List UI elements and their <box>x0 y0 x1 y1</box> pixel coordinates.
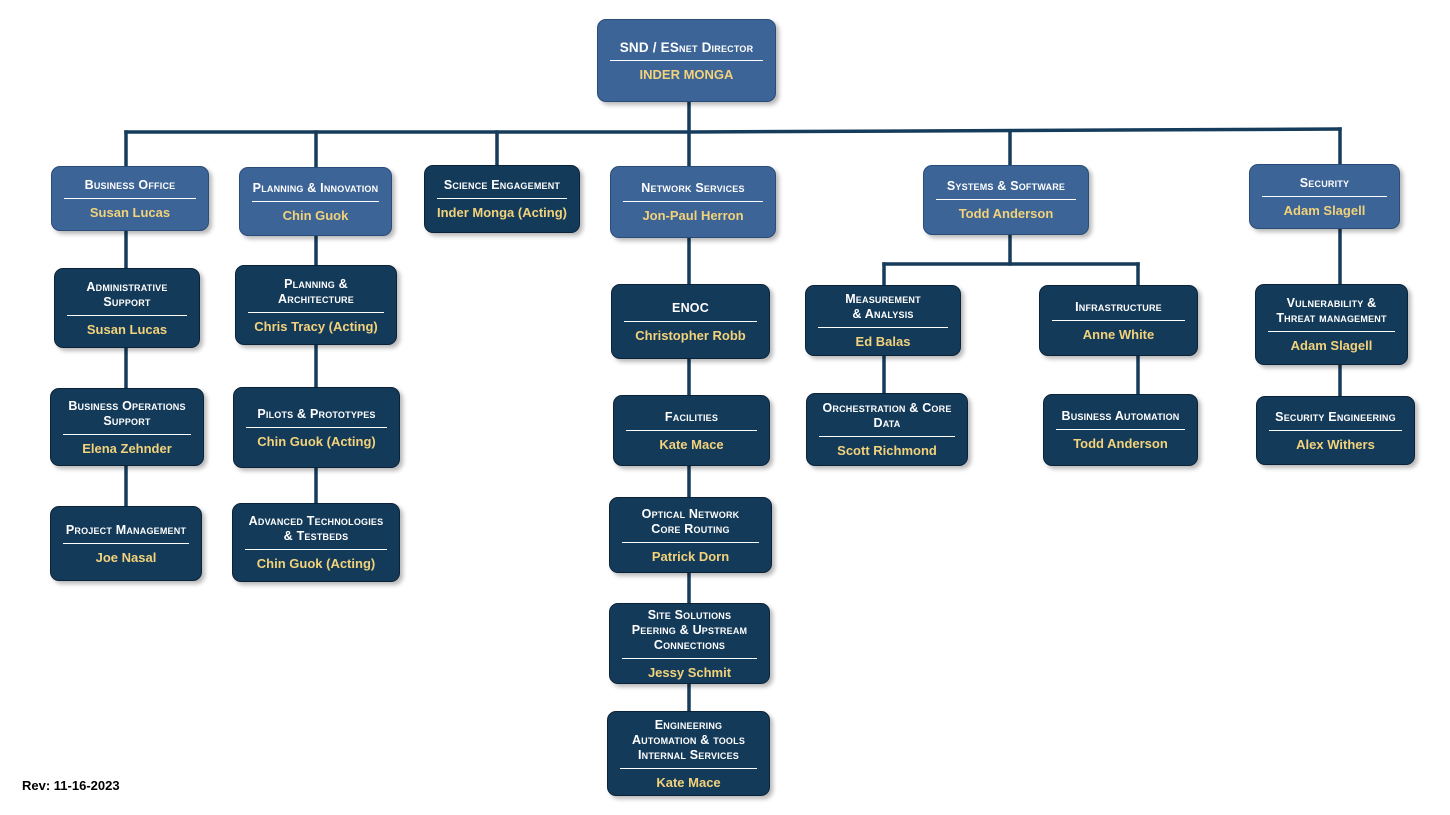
unit-security-engineering: Security Engineering Alex Withers <box>1256 396 1415 465</box>
unit-title: Optical Network Core Routing <box>641 506 740 536</box>
unit-administrative-support: Administrative Support Susan Lucas <box>54 268 200 348</box>
unit-lead: Christopher Robb <box>635 327 746 343</box>
unit-project-management: Project Management Joe Nasal <box>50 506 202 581</box>
division-title: Science Engagement <box>443 178 561 192</box>
unit-measurement-analysis: Measurement & Analysis Ed Balas <box>805 285 961 356</box>
divider <box>63 433 191 435</box>
unit-pilots-prototypes: Pilots & Prototypes Chin Guok (Acting) <box>233 387 400 468</box>
division-title: Network Services <box>641 181 745 195</box>
divider <box>1268 331 1395 332</box>
division-lead: Todd Anderson <box>958 206 1054 221</box>
unit-title: Project Management <box>65 522 187 537</box>
unit-title: Facilities <box>664 409 719 424</box>
divider <box>623 201 763 202</box>
divider <box>245 549 387 550</box>
unit-title: Advanced Technologies & Testbeds <box>248 514 384 543</box>
director-title: SND / ESnet Director <box>619 39 754 55</box>
divider <box>622 541 759 543</box>
divider <box>1262 195 1387 197</box>
division-lead: Inder Monga (Acting) <box>437 205 567 220</box>
divider <box>67 314 187 316</box>
divider <box>624 320 757 322</box>
unit-engineering-automation: Engineering Automation & tools Internal … <box>607 711 770 796</box>
division-network-services: Network Services Jon-Paul Herron <box>610 166 776 238</box>
unit-lead: Ed Balas <box>855 334 911 349</box>
unit-lead: Patrick Dorn <box>651 548 730 564</box>
unit-business-operations-support: Business Operations Support Elena Zehnde… <box>50 388 204 466</box>
unit-title: Engineering Automation & tools Internal … <box>631 717 746 762</box>
divider <box>63 542 189 544</box>
divider <box>1056 429 1185 430</box>
division-planning-innovation: Planning & Innovation Chin Guok <box>239 167 392 236</box>
division-title: Security <box>1299 175 1350 190</box>
unit-orchestration-core-data: Orchestration & Core Data Scott Richmond <box>806 393 968 466</box>
divider <box>818 327 948 328</box>
division-science-engagement: Science Engagement Inder Monga (Acting) <box>424 165 580 233</box>
divider <box>246 426 387 428</box>
divider <box>610 59 763 61</box>
divider <box>622 657 757 659</box>
unit-advanced-technologies-testbeds: Advanced Technologies & Testbeds Chin Gu… <box>232 503 400 582</box>
director-name: INDER MONGA <box>639 66 734 82</box>
unit-lead: Scott Richmond <box>837 443 937 458</box>
unit-lead: Chris Tracy (Acting) <box>254 318 378 334</box>
unit-lead: Adam Slagell <box>1290 338 1373 353</box>
unit-business-automation: Business Automation Todd Anderson <box>1043 394 1198 466</box>
unit-title: Orchestration & Core Data <box>822 401 952 430</box>
unit-vulnerability-threat-management: Vulnerability & Threat management Adam S… <box>1255 284 1408 365</box>
unit-lead: Todd Anderson <box>1073 436 1168 451</box>
unit-title: Pilots & Prototypes <box>257 406 376 421</box>
unit-lead: Alex Withers <box>1296 436 1375 452</box>
unit-title: Security Engineering <box>1275 409 1396 424</box>
unit-lead: Chin Guok (Acting) <box>256 556 376 571</box>
division-lead: Chin Guok <box>282 207 349 223</box>
division-lead: Susan Lucas <box>89 204 171 220</box>
unit-title: Business Operations Support <box>68 398 186 428</box>
unit-facilities: Facilities Kate Mace <box>613 395 770 466</box>
division-title: Planning & Innovation <box>252 180 379 195</box>
divider <box>1269 429 1402 431</box>
director-box: SND / ESnet Director INDER MONGA <box>597 19 776 102</box>
unit-lead: Anne White <box>1082 326 1155 342</box>
division-title: Business Office <box>84 177 176 192</box>
divider <box>252 200 379 202</box>
unit-title: Measurement & Analysis <box>845 292 921 321</box>
unit-enoc: ENOC Christopher Robb <box>611 284 770 359</box>
unit-lead: Elena Zehnder <box>82 440 172 456</box>
division-lead: Adam Slagell <box>1283 202 1366 218</box>
divider <box>1052 319 1185 321</box>
unit-lead: Jessy Schmit <box>647 664 732 680</box>
unit-lead: Kate Mace <box>656 774 721 790</box>
unit-title: Business Automation <box>1061 409 1180 423</box>
divider <box>437 198 567 199</box>
divider <box>620 767 757 769</box>
unit-title: Planning & Architecture <box>278 276 354 306</box>
divider <box>248 311 384 313</box>
divider <box>64 197 196 199</box>
unit-lead: Joe Nasal <box>95 549 157 565</box>
unit-title: ENOC <box>672 300 709 315</box>
division-title: Systems & Software <box>946 179 1066 193</box>
divider <box>626 429 757 431</box>
division-security: Security Adam Slagell <box>1249 164 1400 229</box>
divider <box>819 436 955 437</box>
unit-infrastructure: Infrastructure Anne White <box>1039 285 1198 356</box>
unit-lead: Kate Mace <box>659 436 724 452</box>
unit-title: Infrastructure <box>1075 299 1162 314</box>
unit-lead: Chin Guok (Acting) <box>257 433 376 449</box>
unit-optical-network-core-routing: Optical Network Core Routing Patrick Dor… <box>609 497 772 573</box>
divider <box>936 199 1076 200</box>
unit-title: Site Solutions Peering & Upstream Connec… <box>631 607 748 652</box>
unit-title: Administrative Support <box>86 279 168 309</box>
division-systems-software: Systems & Software Todd Anderson <box>923 165 1089 235</box>
division-business-office: Business Office Susan Lucas <box>51 166 209 231</box>
unit-title: Vulnerability & Threat management <box>1276 296 1387 325</box>
unit-site-solutions: Site Solutions Peering & Upstream Connec… <box>609 603 770 684</box>
division-lead: Jon-Paul Herron <box>642 208 744 223</box>
unit-lead: Susan Lucas <box>86 321 168 337</box>
revision-date: Rev: 11-16-2023 <box>22 778 120 793</box>
unit-planning-architecture: Planning & Architecture Chris Tracy (Act… <box>235 265 397 345</box>
